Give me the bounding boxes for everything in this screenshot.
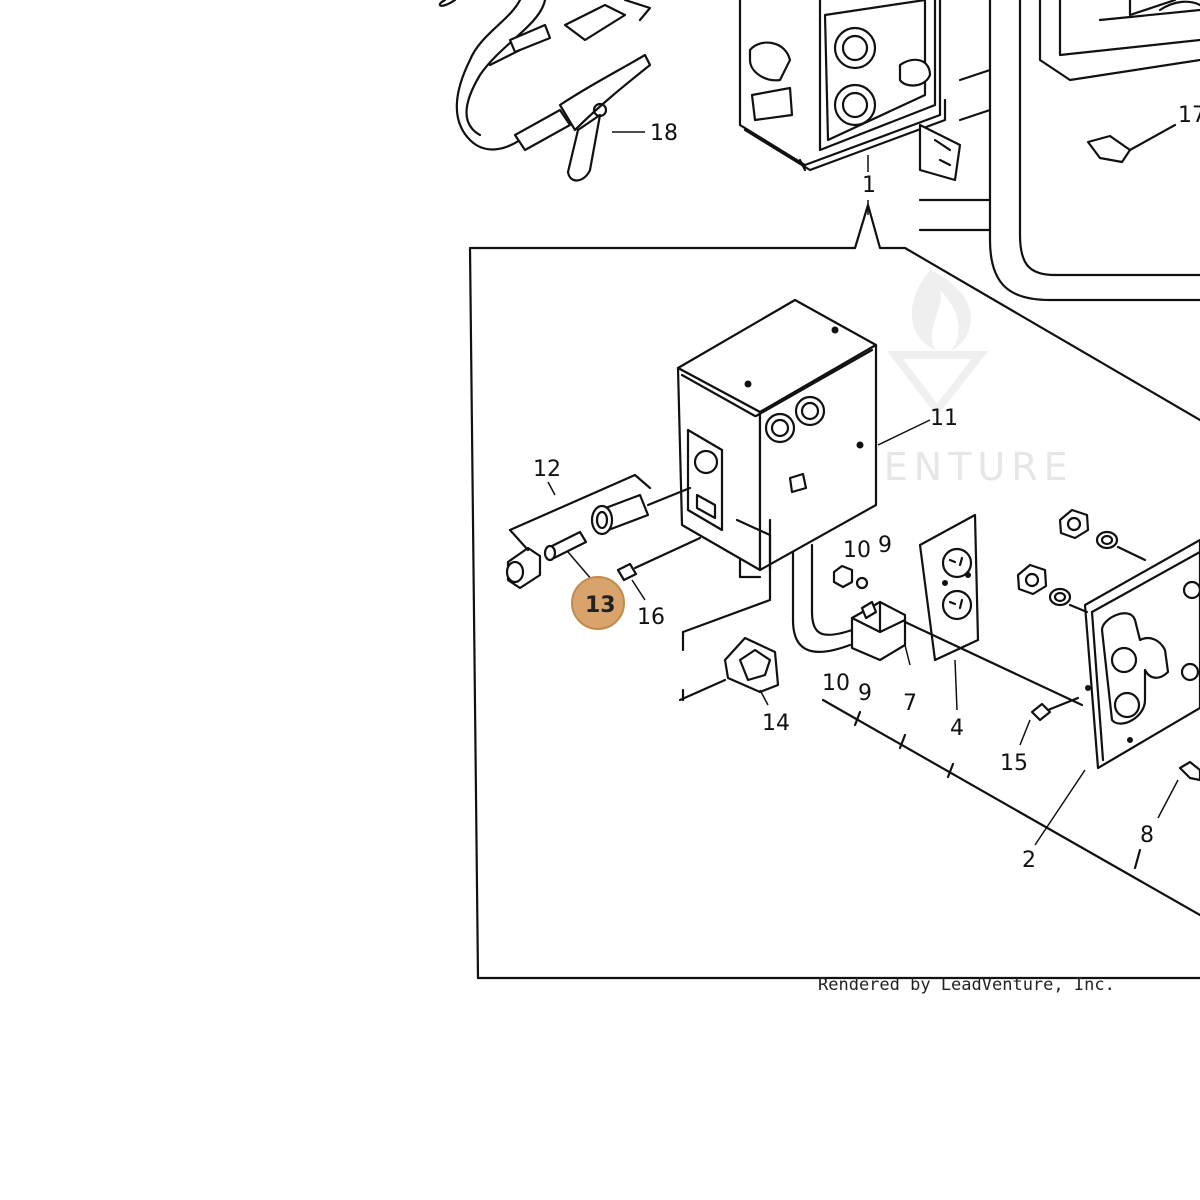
callout-9a: 9 <box>878 533 892 558</box>
callout-11: 11 <box>930 406 958 431</box>
callout-17: 17 <box>1178 103 1200 128</box>
part-14-switch <box>723 636 780 694</box>
part-4-duplex-receptacle <box>918 513 980 662</box>
part-16-screw <box>616 536 702 582</box>
callout-18: 18 <box>650 121 678 146</box>
assembled-control-box <box>738 0 947 172</box>
callout-4: 4 <box>950 716 964 741</box>
callout-14: 14 <box>762 711 790 736</box>
highlight-marker <box>571 576 625 630</box>
battery-clip-leads <box>438 0 652 182</box>
callout-13: 13 <box>585 593 616 618</box>
watermark-logo <box>886 270 989 417</box>
generator-frame <box>918 0 1200 302</box>
callout-7: 7 <box>903 691 917 716</box>
part-13-fuse <box>543 530 588 562</box>
assembly-bracket <box>821 698 1200 917</box>
part-15-screw <box>1030 696 1080 722</box>
conduit <box>791 543 854 653</box>
callout-2: 2 <box>1022 848 1036 873</box>
part-8-screw <box>1178 760 1200 782</box>
callout-15: 15 <box>1000 751 1028 776</box>
callout-10b: 10 <box>822 671 850 696</box>
callout-9b: 9 <box>858 681 872 706</box>
callout-8: 8 <box>1140 823 1154 848</box>
credit-text: Rendered by LeadVenture, Inc. <box>818 975 1115 995</box>
bolt-17 <box>1086 123 1177 164</box>
control-box-11 <box>676 298 878 579</box>
callout-12: 12 <box>533 457 561 482</box>
nut-10a <box>832 564 854 589</box>
part-12-fuse-holder <box>505 486 692 590</box>
part-2-faceplate <box>1083 538 1200 770</box>
detail-inset-frame <box>468 203 1200 980</box>
nuts-and-washers <box>1016 508 1147 614</box>
part-7-receptacle <box>850 600 907 662</box>
callout-1: 1 <box>862 173 876 198</box>
callout-10a: 10 <box>843 538 871 563</box>
callout-16: 16 <box>637 605 665 630</box>
